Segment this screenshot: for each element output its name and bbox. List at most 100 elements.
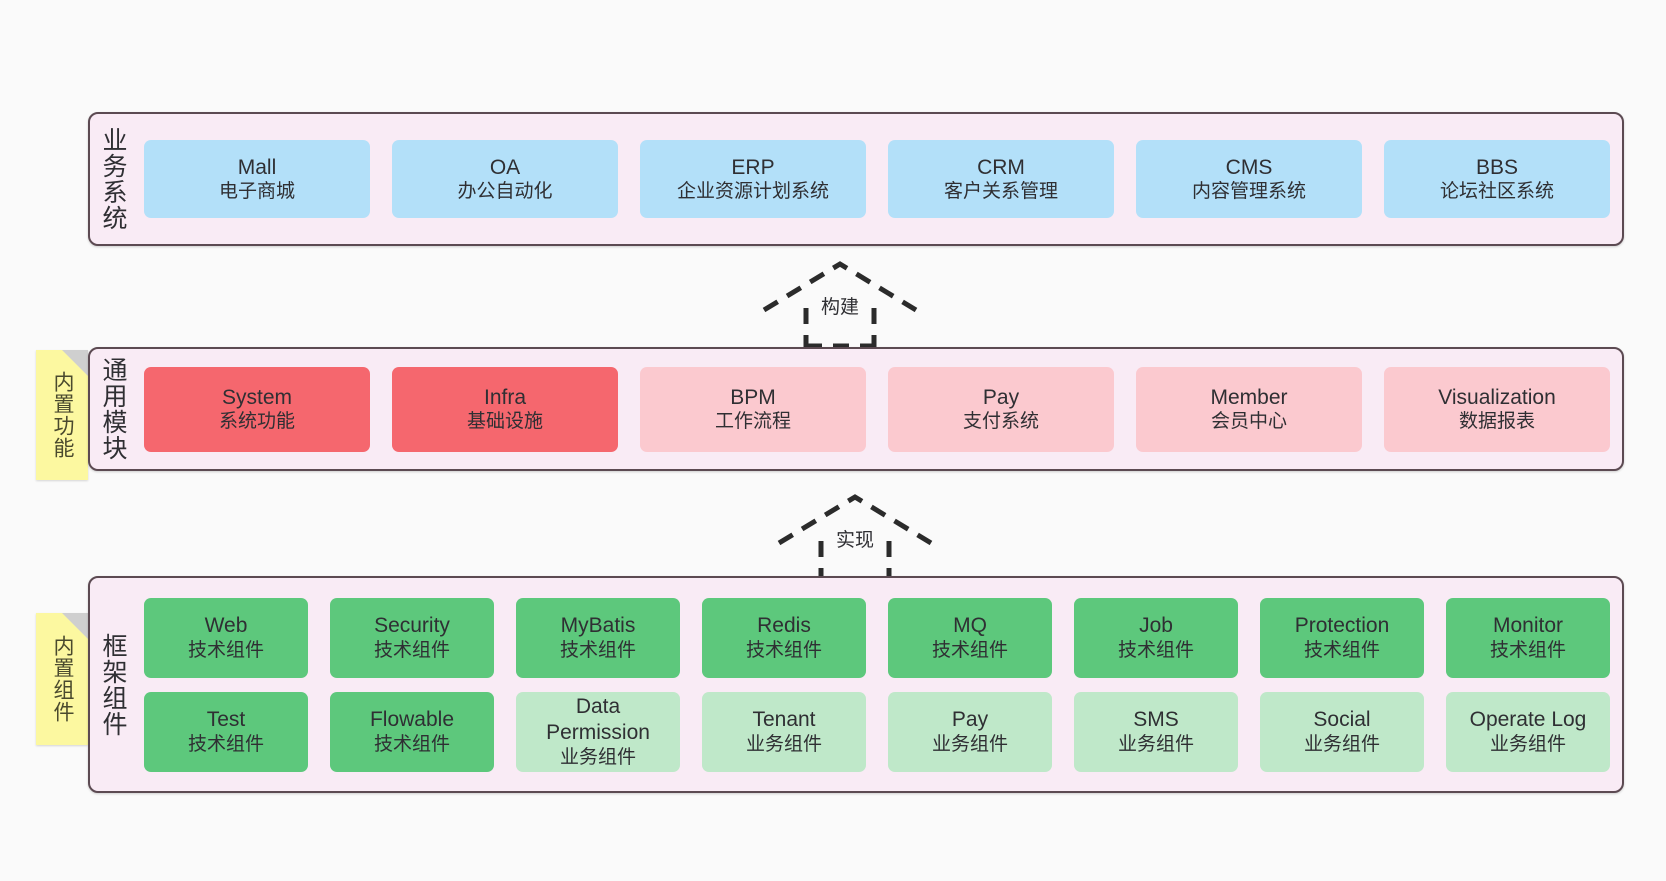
node-label-en: Protection [1294,614,1390,638]
node-label-en: Web [204,614,248,638]
node-bpm[interactable]: BPM 工作流程 [640,366,866,452]
node-label-en: Tenant [752,708,816,732]
node-row: System 系统功能 Infra 基础设施 BPM 工作流程 Pay 支付系统… [144,366,1610,452]
node-label-cn: 企业资源计划系统 [676,181,829,203]
generalization-arrow-icon [777,494,933,581]
node-row: Test 技术组件 Flowable 技术组件 Data Permission … [144,691,1610,772]
connector-build: 构建 [750,256,930,348]
layer-framework-components: 框架组件 Web 技术组件 Security 技术组件 MyBatis 技术组件… [88,576,1624,793]
node-label-en: Pay [982,385,1020,409]
node-label-en: ERP [731,155,775,179]
node-security[interactable]: Security 技术组件 [330,597,494,678]
layer-business-systems: 业务系统 Mall 电子商城 OA 办公自动化 ERP 企业资源计划系统 CRM… [88,112,1624,246]
node-label-en: CMS [1225,155,1273,179]
node-label-cn: 业务组件 [1303,733,1380,755]
node-label-cn: 技术组件 [373,733,450,755]
node-label-cn: 电子商城 [218,181,295,203]
node-label-cn: 技术组件 [559,639,636,661]
node-mq[interactable]: MQ 技术组件 [888,597,1052,678]
node-label-cn: 技术组件 [373,639,450,661]
layer-title-framework-components: 框架组件 [99,632,127,737]
node-bbs[interactable]: BBS 论坛社区系统 [1384,140,1610,218]
node-label-en: Social [1313,708,1371,732]
node-label-cn: 会员中心 [1210,411,1287,433]
node-infra[interactable]: Infra 基础设施 [392,366,618,452]
node-label-en: Visualization [1438,385,1556,409]
node-label-en: Monitor [1492,614,1564,638]
node-label-en: BPM [730,385,776,409]
node-row: Web 技术组件 Security 技术组件 MyBatis 技术组件 Redi… [144,597,1610,678]
node-label-cn: 工作流程 [714,411,791,433]
node-label-cn: 系统功能 [218,411,295,433]
node-flowable[interactable]: Flowable 技术组件 [330,691,494,772]
node-label-cn: 业务组件 [931,733,1008,755]
node-label-en: BBS [1475,155,1519,179]
node-label-cn: 基础设施 [466,411,543,433]
node-label-en: OA [489,155,521,179]
node-web[interactable]: Web 技术组件 [144,597,308,678]
node-label-en: Test [206,708,246,732]
generalization-arrow-icon [762,261,918,348]
node-label-cn: 技术组件 [187,639,264,661]
node-label-cn: 业务组件 [745,733,822,755]
sticky-note-label: 内置功能 [50,371,74,459]
node-label-cn: 技术组件 [1489,639,1566,661]
sticky-note-label: 内置组件 [50,635,74,723]
layer-body-common-modules: System 系统功能 Infra 基础设施 BPM 工作流程 Pay 支付系统… [136,349,1622,469]
node-label-en: Infra [483,385,527,409]
folded-corner-icon [62,350,88,376]
node-label-cn: 业务组件 [1489,733,1566,755]
node-row: Mall 电子商城 OA 办公自动化 ERP 企业资源计划系统 CRM 客户关系… [144,140,1610,218]
node-label-en: System [221,385,292,409]
node-pay-component[interactable]: Pay 业务组件 [888,691,1052,772]
layer-title-common-modules: 通用模块 [99,357,127,461]
node-operate-log[interactable]: Operate Log 业务组件 [1446,691,1610,772]
node-member[interactable]: Member 会员中心 [1136,366,1362,452]
node-label-en: Security [374,614,450,638]
node-oa[interactable]: OA 办公自动化 [392,140,618,218]
node-mybatis[interactable]: MyBatis 技术组件 [516,597,680,678]
node-label-en: SMS [1133,708,1179,732]
node-label-cn: 业务组件 [559,746,636,768]
node-tenant[interactable]: Tenant 业务组件 [702,691,866,772]
node-label-en: Member [1210,385,1288,409]
node-label-cn: 技术组件 [1117,639,1194,661]
node-label-en: Pay [951,708,989,732]
sticky-note-builtin-components: 内置组件 [36,613,88,745]
node-label-cn: 客户关系管理 [943,181,1058,203]
node-cms[interactable]: CMS 内容管理系统 [1136,140,1362,218]
node-sms[interactable]: SMS 业务组件 [1074,691,1238,772]
node-label-cn: 论坛社区系统 [1439,181,1554,203]
node-label-en: Mall [237,155,277,179]
node-erp[interactable]: ERP 企业资源计划系统 [640,140,866,218]
node-protection[interactable]: Protection 技术组件 [1260,597,1424,678]
node-crm[interactable]: CRM 客户关系管理 [888,140,1114,218]
node-job[interactable]: Job 技术组件 [1074,597,1238,678]
node-visualization[interactable]: Visualization 数据报表 [1384,366,1610,452]
node-system[interactable]: System 系统功能 [144,366,370,452]
node-pay[interactable]: Pay 支付系统 [888,366,1114,452]
node-redis[interactable]: Redis 技术组件 [702,597,866,678]
node-mall[interactable]: Mall 电子商城 [144,140,370,218]
node-label-cn: 技术组件 [187,733,264,755]
node-label-cn: 办公自动化 [457,181,553,203]
layer-title-business-systems: 业务系统 [99,127,127,231]
node-label-en: Job [1139,614,1173,638]
layer-body-business-systems: Mall 电子商城 OA 办公自动化 ERP 企业资源计划系统 CRM 客户关系… [136,114,1622,244]
node-social[interactable]: Social 业务组件 [1260,691,1424,772]
node-label-en: Operate Log [1469,708,1587,732]
node-monitor[interactable]: Monitor 技术组件 [1446,597,1610,678]
node-data-permission[interactable]: Data Permission 业务组件 [516,691,680,772]
node-label-cn: 支付系统 [962,411,1039,433]
node-label-cn: 业务组件 [1117,733,1194,755]
connector-implement: 实现 [765,489,945,581]
node-label-cn: 数据报表 [1458,411,1535,433]
folded-corner-icon [62,613,88,639]
node-label-en: MQ [953,614,987,638]
node-label-en: MyBatis [560,614,636,638]
sticky-note-builtin-features: 内置功能 [36,350,88,480]
node-test[interactable]: Test 技术组件 [144,691,308,772]
layer-body-framework-components: Web 技术组件 Security 技术组件 MyBatis 技术组件 Redi… [136,578,1622,791]
layer-common-modules: 通用模块 System 系统功能 Infra 基础设施 BPM 工作流程 Pay… [88,347,1624,471]
